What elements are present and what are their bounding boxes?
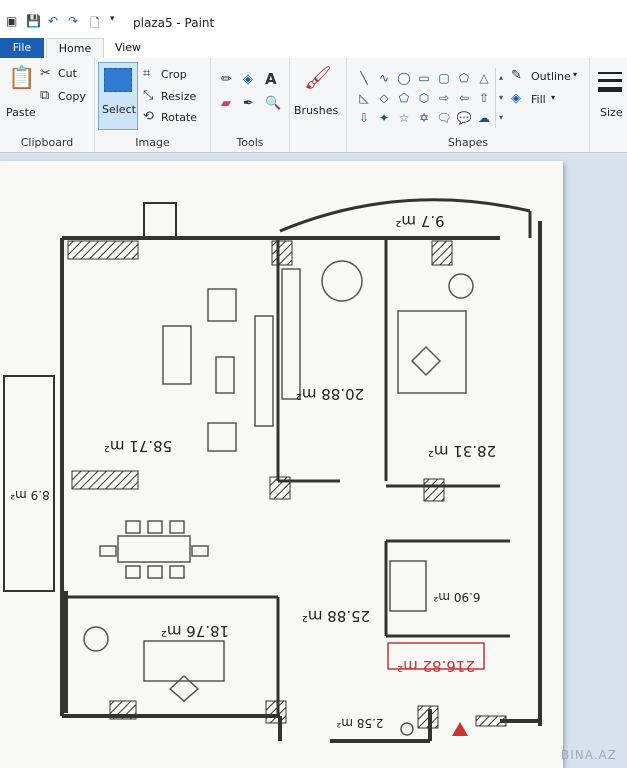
room-wc-area: 2.58 m² bbox=[336, 716, 383, 730]
total-area-badge: 216.82 m² bbox=[387, 642, 485, 675]
cloud-callout-shape-icon[interactable]: ☁ bbox=[478, 111, 490, 125]
balcony-top-arc bbox=[279, 198, 531, 233]
triangle-shape-icon[interactable]: △ bbox=[479, 71, 489, 85]
select-rect-icon bbox=[104, 68, 132, 92]
right-triangle-shape-icon[interactable]: ◺ bbox=[359, 91, 369, 105]
paste-button[interactable]: 📋 Paste bbox=[6, 66, 36, 119]
window-title: plaza5 - Paint bbox=[133, 16, 215, 30]
copy-button[interactable]: ⧉ Copy bbox=[40, 88, 86, 103]
size-group: Size bbox=[590, 58, 627, 152]
room-hall-area: 25.88 m² bbox=[302, 607, 370, 625]
title-bar: ▣ 💾 ↶ ↷ 🗋 ▾ plaza5 - Paint bbox=[0, 0, 627, 38]
brushes-button[interactable]: 🖌 Brushes bbox=[294, 66, 339, 117]
room-bath-area: 6.90 m² bbox=[433, 590, 480, 604]
new-file-icon[interactable]: 🗋 bbox=[90, 16, 100, 30]
clipboard-group: 📋 Paste ✂ Cut ⧉ Copy Clipboard bbox=[0, 58, 95, 152]
diamond-shape-icon[interactable]: ◇ bbox=[379, 91, 389, 105]
cut-button[interactable]: ✂ Cut bbox=[40, 66, 77, 81]
shapes-scroll[interactable]: ▴▾▾ bbox=[495, 68, 506, 128]
copy-icon: ⧉ bbox=[40, 88, 50, 103]
shapes-gallery[interactable]: ╲ ∿ ◯ ▭ ▢ ⬠ △ ◺ ◇ ⬠ ⬡ ⇨ ⇦ ⇧ ⇩ ✦ ☆ ✡ 🗨 💬 … bbox=[354, 68, 494, 128]
down-arrow-shape-icon[interactable]: ⇩ bbox=[358, 111, 370, 125]
room-bedroom1-area: 28.31 m² bbox=[428, 442, 496, 460]
watermark: BINA.AZ bbox=[561, 748, 617, 762]
left-arrow-shape-icon[interactable]: ⇦ bbox=[458, 91, 470, 105]
polygon-shape-icon[interactable]: ⬠ bbox=[458, 71, 470, 85]
hexagon-shape-icon[interactable]: ⬡ bbox=[418, 91, 430, 105]
outline-dropdown-icon: ▾ bbox=[573, 70, 578, 79]
scissors-icon: ✂ bbox=[40, 66, 51, 81]
fill-button[interactable]: ◈ Fill ▾ bbox=[511, 91, 556, 106]
four-point-star-shape-icon[interactable]: ✦ bbox=[378, 111, 390, 125]
rectangle-shape-icon[interactable]: ▭ bbox=[418, 71, 430, 85]
workspace: 58.71 m² 20.88 m² 28.31 m² 9.7 m² 8.9 m²… bbox=[0, 153, 627, 768]
balcony-left bbox=[3, 375, 55, 592]
right-arrow-shape-icon[interactable]: ⇨ bbox=[438, 91, 450, 105]
fill-icon: ◈ bbox=[511, 91, 521, 106]
line-shape-icon[interactable]: ╲ bbox=[360, 71, 368, 85]
image-group: Select ⌗ Crop ⤡ Resize ⟲ Rotate Image bbox=[95, 58, 211, 152]
eraser-icon[interactable]: ▰ bbox=[221, 96, 231, 111]
select-button[interactable]: Select bbox=[98, 62, 138, 130]
interior-walls bbox=[66, 238, 510, 716]
rect-callout-shape-icon[interactable]: 🗨 bbox=[436, 111, 452, 125]
crop-button[interactable]: ⌗ Crop bbox=[143, 66, 187, 81]
six-point-star-shape-icon[interactable]: ✡ bbox=[418, 111, 430, 125]
drawing-canvas[interactable]: 58.71 m² 20.88 m² 28.31 m² 9.7 m² 8.9 m²… bbox=[0, 161, 563, 768]
ribbon-tabs: File Home View bbox=[0, 38, 627, 59]
rounded-rectangle-shape-icon[interactable]: ▢ bbox=[438, 71, 450, 85]
fill-dropdown-icon: ▾ bbox=[551, 93, 556, 102]
tab-file[interactable]: File bbox=[0, 38, 44, 58]
ribbon: 📋 Paste ✂ Cut ⧉ Copy Clipboard Select ⌗ … bbox=[0, 58, 627, 153]
tab-view[interactable]: View bbox=[114, 41, 142, 54]
up-arrow-shape-icon[interactable]: ⇧ bbox=[478, 91, 490, 105]
redo-icon[interactable]: ↷ bbox=[68, 14, 79, 28]
svg-text:216.82 m²: 216.82 m² bbox=[397, 657, 475, 675]
oval-shape-icon[interactable]: ◯ bbox=[397, 71, 411, 85]
outline-icon: ✎ bbox=[511, 68, 522, 83]
undo-icon[interactable]: ↶ bbox=[48, 14, 59, 28]
text-tool-icon[interactable]: A bbox=[265, 70, 277, 88]
room-balcony-top-area: 9.7 m² bbox=[395, 212, 444, 230]
room-living-area: 58.71 m² bbox=[104, 437, 172, 455]
fill-bucket-icon[interactable]: ◈ bbox=[243, 72, 253, 87]
oval-callout-shape-icon[interactable]: 💬 bbox=[456, 111, 472, 125]
room-bedroom2-area: 18.76 m² bbox=[161, 622, 229, 640]
size-lines-icon bbox=[598, 72, 622, 92]
entrance-marker bbox=[452, 722, 468, 736]
crop-icon: ⌗ bbox=[143, 66, 151, 81]
resize-icon: ⤡ bbox=[143, 88, 154, 103]
resize-button[interactable]: ⤡ Resize bbox=[143, 88, 197, 103]
tab-home[interactable]: Home bbox=[46, 38, 104, 59]
shapes-group: ╲ ∿ ◯ ▭ ▢ ⬠ △ ◺ ◇ ⬠ ⬡ ⇨ ⇦ ⇧ ⇩ ✦ ☆ ✡ 🗨 💬 … bbox=[347, 58, 590, 152]
room-balcony-left-area: 8.9 m² bbox=[10, 488, 50, 502]
paint-app-icon[interactable]: ▣ bbox=[6, 14, 18, 28]
brush-icon: 🖌 bbox=[304, 66, 332, 91]
clipboard-icon: 📋 bbox=[8, 66, 36, 91]
magnifier-icon[interactable]: 🔍 bbox=[265, 96, 282, 111]
brushes-group: 🖌 Brushes bbox=[290, 58, 347, 152]
color-picker-icon[interactable]: ✒ bbox=[243, 96, 254, 111]
pentagon-shape-icon[interactable]: ⬠ bbox=[398, 91, 410, 105]
rotate-button[interactable]: ⟲ Rotate bbox=[143, 109, 198, 124]
room-kitchen-area: 20.88 m² bbox=[296, 385, 364, 403]
pencil-icon[interactable]: ✏ bbox=[221, 72, 232, 87]
outer-walls bbox=[60, 221, 542, 743]
columns bbox=[67, 202, 507, 729]
curve-shape-icon[interactable]: ∿ bbox=[378, 71, 390, 85]
room-labels: 58.71 m² 20.88 m² 28.31 m² 9.7 m² 8.9 m²… bbox=[10, 212, 496, 730]
size-button[interactable]: Size bbox=[594, 68, 624, 138]
tools-group: ✏ ◈ A ▰ ✒ 🔍 Tools bbox=[211, 58, 290, 152]
furniture bbox=[83, 260, 474, 736]
rotate-icon: ⟲ bbox=[143, 109, 154, 124]
outline-button[interactable]: ✎ Outline ▾ bbox=[511, 68, 578, 83]
five-point-star-shape-icon[interactable]: ☆ bbox=[398, 111, 410, 125]
customize-toolbar-chevron-icon[interactable]: ▾ bbox=[110, 14, 115, 24]
floor-plan: 58.71 m² 20.88 m² 28.31 m² 9.7 m² 8.9 m²… bbox=[3, 198, 542, 743]
save-icon[interactable]: 💾 bbox=[26, 14, 41, 28]
